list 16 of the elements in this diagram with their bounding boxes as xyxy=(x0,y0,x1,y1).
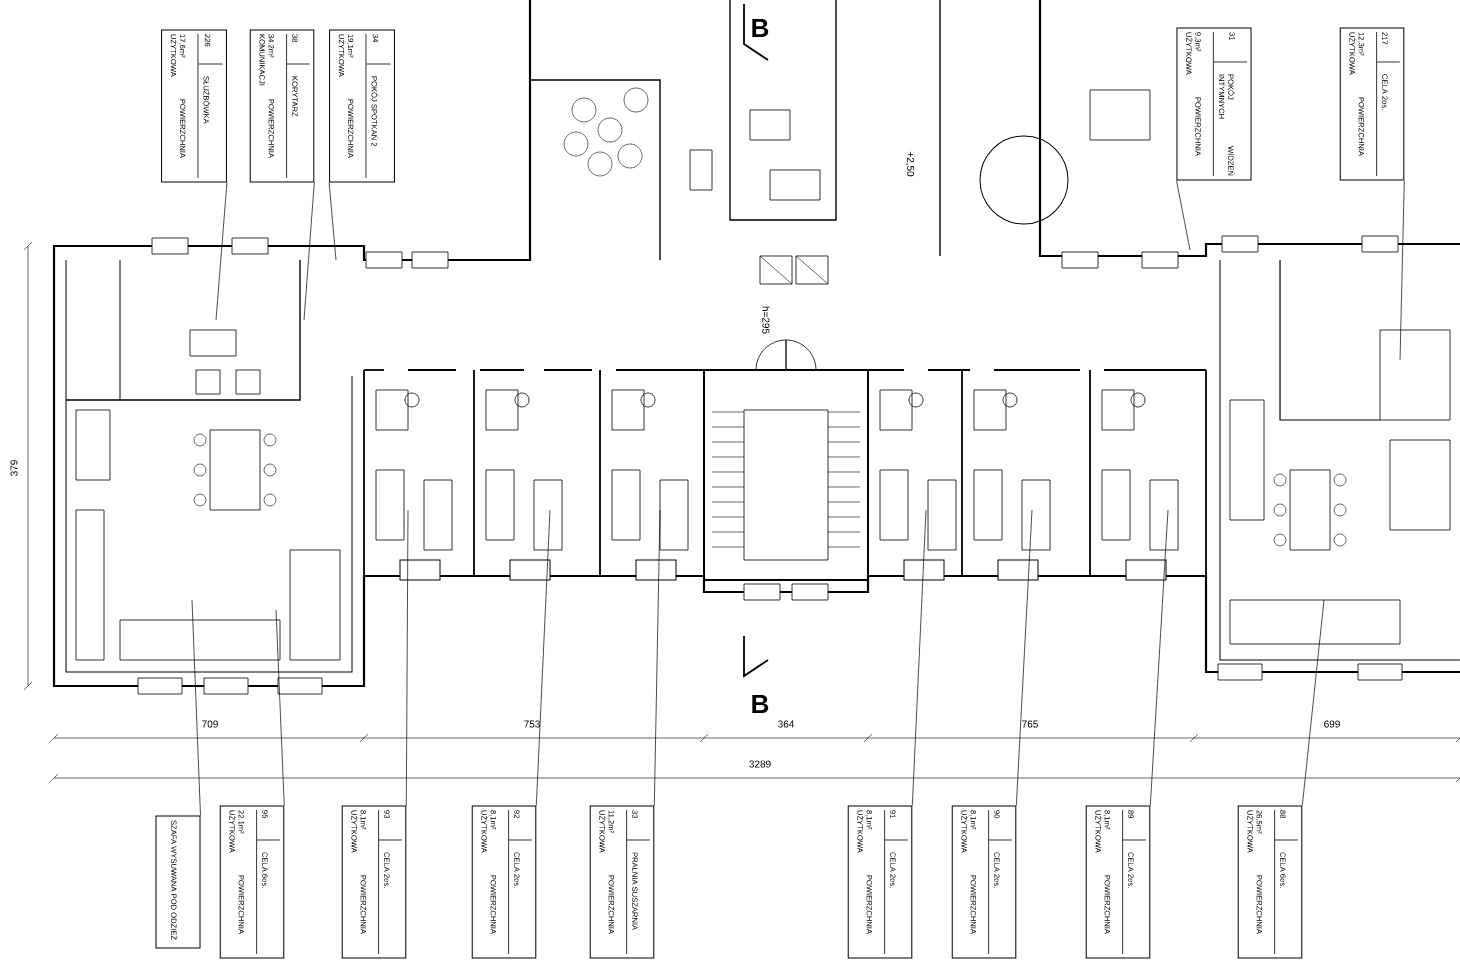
section-label: B xyxy=(749,17,771,39)
leader-line xyxy=(535,509,551,806)
leader-line xyxy=(1176,180,1191,251)
leader-line xyxy=(653,509,661,806)
leader-line xyxy=(328,182,337,261)
leader-line xyxy=(215,182,228,321)
leader-line xyxy=(1399,180,1405,361)
section-label: B xyxy=(749,693,771,715)
leader-line xyxy=(191,599,201,816)
leader-line xyxy=(405,509,409,806)
leader-line xyxy=(1015,509,1033,806)
leader-line xyxy=(303,182,315,321)
leader-line xyxy=(275,609,285,806)
leader-line xyxy=(911,509,927,806)
leader-line xyxy=(1149,509,1169,806)
leader-line xyxy=(1301,599,1325,806)
